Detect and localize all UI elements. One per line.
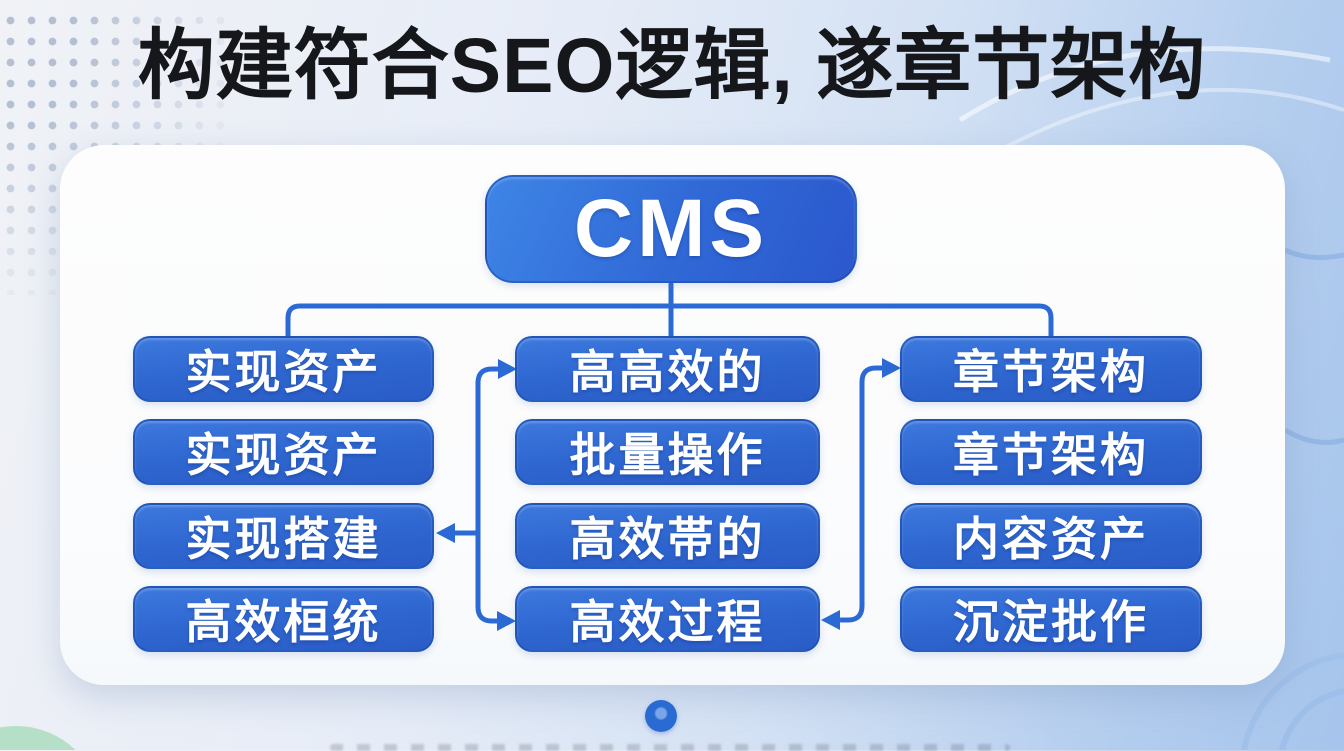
watermark-strip xyxy=(330,744,1010,751)
node-box-left-3: 实现搭建 xyxy=(133,503,434,569)
decor-curve xyxy=(958,46,1331,123)
middle-right-connector xyxy=(821,358,901,630)
arrow-right-icon xyxy=(882,358,901,378)
node-box-middle-2: 批量操作 xyxy=(515,419,820,485)
tree-connector xyxy=(285,281,1054,339)
node-box-left-4: 高效桓统 xyxy=(133,586,434,652)
connector-line xyxy=(449,366,506,624)
node-box-right-2: 章节架构 xyxy=(900,419,1202,485)
green-blob xyxy=(0,726,76,750)
decor-arc xyxy=(1283,247,1344,261)
node-box-right-1: 章节架构 xyxy=(900,336,1202,402)
connector-line xyxy=(838,365,885,623)
pagination-dot[interactable] xyxy=(645,700,677,732)
arrow-right-icon xyxy=(498,359,517,379)
decor-arc xyxy=(1283,427,1344,445)
node-box-left-1: 实现资产 xyxy=(133,336,434,402)
decor-curve xyxy=(999,87,1344,152)
node-box-middle-1: 高高效的 xyxy=(515,336,820,402)
node-box-left-2: 实现资产 xyxy=(133,419,434,485)
page-title: 构建符合SEO逻辑, 遂章节架构 xyxy=(137,22,1207,109)
left-middle-connector xyxy=(436,359,517,631)
node-box-right-4: 沉淀批作 xyxy=(900,586,1202,652)
tree-branch-line xyxy=(285,303,1054,339)
node-box-right-3: 内容资产 xyxy=(900,503,1202,569)
node-box-middle-4: 高效过程 xyxy=(515,586,820,652)
cms-root-node: CMS xyxy=(485,175,857,283)
node-box-middle-3: 高效帯的 xyxy=(515,503,820,569)
arrow-left-icon xyxy=(821,610,840,630)
arrow-right-icon xyxy=(497,611,516,631)
arrow-left-icon xyxy=(436,523,455,543)
